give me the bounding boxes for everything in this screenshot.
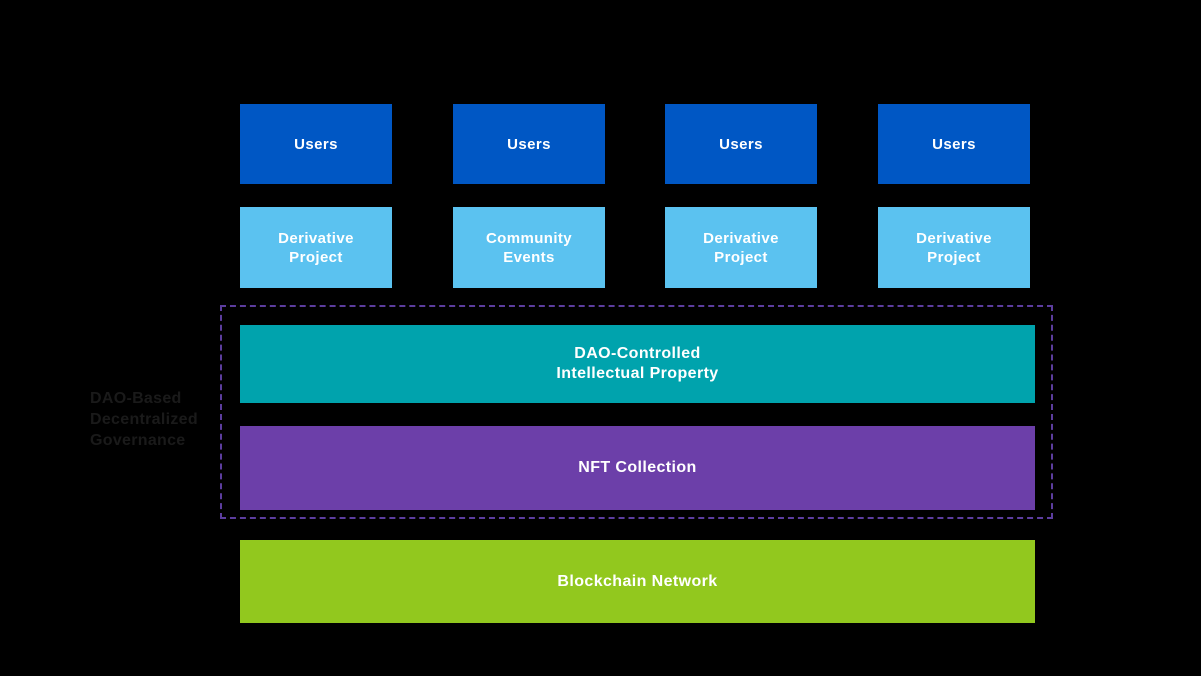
project-box-label: Derivative Project (278, 229, 354, 266)
users-box-label: Users (719, 135, 763, 153)
users-box-1: Users (240, 104, 392, 184)
nft-collection-box: NFT Collection (240, 426, 1035, 510)
side-label-line: Decentralized (90, 411, 198, 428)
users-box-2: Users (453, 104, 605, 184)
side-label-line: DAO-Based (90, 390, 182, 407)
project-box-label: Community Events (485, 229, 573, 266)
side-label-line: Governance (90, 432, 186, 449)
users-box-3: Users (665, 104, 817, 184)
dao-governance-container (220, 305, 1053, 519)
users-box-label: Users (507, 135, 551, 153)
nft-box-label: NFT Collection (578, 459, 697, 476)
derivative-project-box-2: Derivative Project (665, 207, 817, 288)
dao-governance-side-label: DAO-Based Decentralized Governance (90, 388, 198, 451)
blockchain-box-label: Blockchain Network (557, 572, 718, 590)
users-box-label: Users (294, 135, 338, 153)
project-box-label: Derivative Project (916, 229, 992, 266)
community-events-box: Community Events (453, 207, 605, 288)
derivative-project-box-1: Derivative Project (240, 207, 392, 288)
users-box-label: Users (932, 135, 976, 153)
derivative-project-box-3: Derivative Project (878, 207, 1030, 288)
ip-box-label-line: Intellectual Property (556, 365, 719, 382)
blockchain-network-box: Blockchain Network (240, 540, 1035, 623)
project-box-label: Derivative Project (703, 229, 779, 266)
ip-box-label-line: DAO-Controlled (574, 345, 701, 362)
dao-controlled-ip-box: DAO-Controlled Intellectual Property (240, 325, 1035, 403)
users-box-4: Users (878, 104, 1030, 184)
